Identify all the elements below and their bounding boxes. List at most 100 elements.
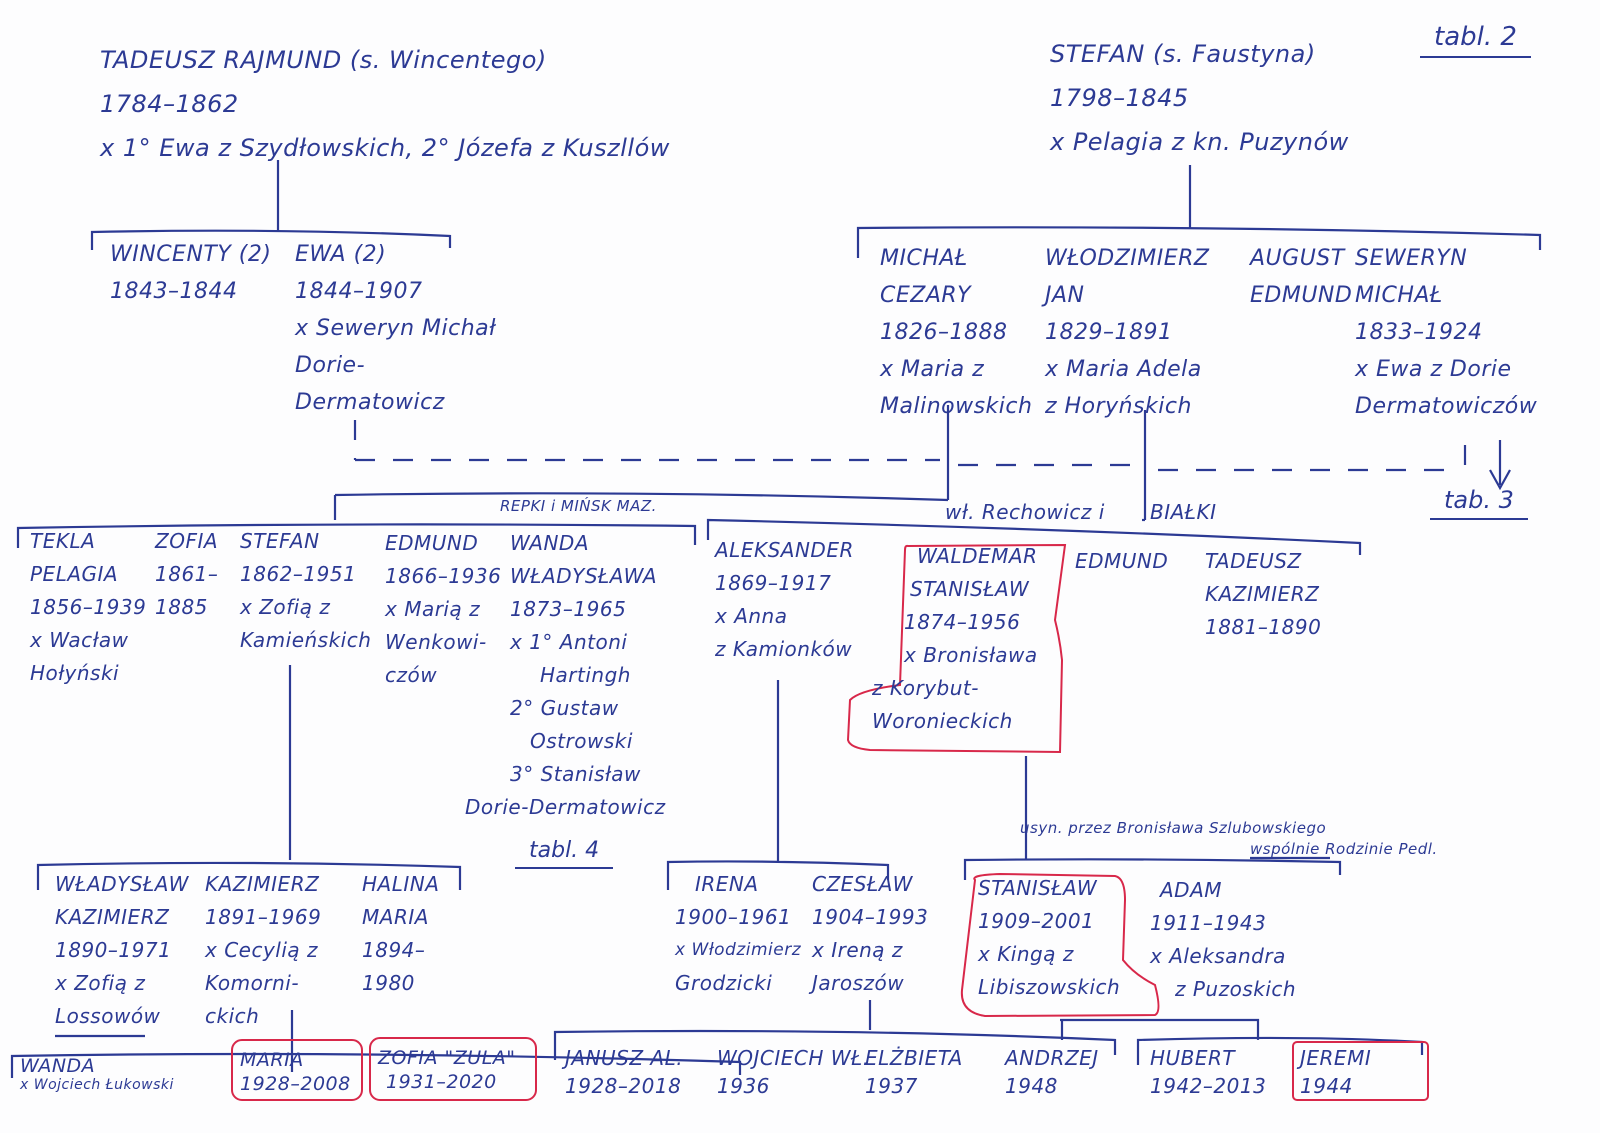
person-michal-cezary: MICHAŁ CEZARY 1826–1888 x Maria z Malino… xyxy=(880,240,1032,425)
note-line: wspólnie Rodzinie Pedl. xyxy=(1250,840,1438,858)
person-name: ANDRZEJ xyxy=(1005,1046,1099,1070)
person-wanda-wladyslawa: WANDA WŁADYSŁAWA 1873–1965 x 1° Antoni H… xyxy=(465,527,666,824)
person-adam: ADAM 1911–1943 x Aleksandra z Puzoskich xyxy=(1150,874,1296,1006)
place-label-repki: REPKI i MIŃSK MAZ. xyxy=(500,496,657,517)
person-name: WANDA xyxy=(510,531,590,555)
person-seweryn-michal: SEWERYN MICHAŁ 1833–1924 x Ewa z Dorie D… xyxy=(1355,240,1537,425)
highlight-stanislaw xyxy=(960,872,1160,1018)
person-tekla-pelagia: TEKLA PELAGIA 1856–1939 x Wacław Hołyńsk… xyxy=(30,525,146,690)
person-name: ELŻBIETA xyxy=(865,1046,963,1070)
person-spouse: Woronieckich xyxy=(872,709,1013,733)
person-dates: 1937 xyxy=(865,1074,918,1098)
person-name: ADAM xyxy=(1160,878,1223,902)
person-dates: 1869–1917 xyxy=(715,571,832,595)
person-halina-maria: HALINA MARIA 1894– 1980 xyxy=(362,868,439,1000)
person-name: JAN xyxy=(1045,283,1085,308)
person-stefan-sr: STEFAN (s. Faustyna) 1798–1845 x Pelagia… xyxy=(1050,32,1349,164)
person-spouse: x Ireną z xyxy=(812,938,903,962)
person-spouse: z Korybut- xyxy=(872,676,979,700)
person-spouse: z Horyńskich xyxy=(1045,394,1192,419)
person-name: EDMUND xyxy=(385,531,479,555)
place-label-rechowicz: wł. Rechowicz i xyxy=(945,496,1105,529)
person-spouse: Malinowskich xyxy=(880,394,1033,419)
place-text: BIAŁKI xyxy=(1150,500,1217,524)
person-spouse: x Kingą z xyxy=(978,942,1074,966)
highlight-waldemar xyxy=(846,543,1067,754)
person-dates: 1826–1888 xyxy=(880,320,1008,345)
person-name: WŁODZIMIERZ xyxy=(1045,246,1210,271)
adoption-note: usyn. przez Bronisława Szlubowskiego wsp… xyxy=(1020,818,1438,860)
person-dates: 1942–2013 xyxy=(1150,1074,1267,1098)
person-wincenty: WINCENTY (2) 1843–1844 xyxy=(110,236,271,310)
person-maria: MARIA 1928–2008 xyxy=(240,1048,351,1096)
note-line: usyn. przez Bronisława Szlubowskiego xyxy=(1020,819,1327,837)
person-wanda-gen5: WANDA x Wojciech Łukowski xyxy=(20,1056,174,1094)
person-tadeusz-kazimierz: TADEUSZ KAZIMIERZ 1881–1890 xyxy=(1205,545,1321,644)
person-name: HUBERT xyxy=(1150,1046,1236,1070)
table-reference-4: tabl. 4 xyxy=(515,838,614,869)
person-dates: 1784–1862 xyxy=(100,90,239,118)
person-zofia: ZOFIA 1861– 1885 xyxy=(155,525,218,624)
person-andrzej: ANDRZEJ 1948 xyxy=(1005,1044,1099,1100)
person-name: KAZIMIERZ xyxy=(1205,582,1320,606)
person-name: IRENA xyxy=(695,872,759,896)
person-spouse: z Puzoskich xyxy=(1175,977,1297,1001)
person-dates: 1944 xyxy=(1300,1074,1353,1098)
person-spouse: x Zofią z xyxy=(55,971,146,995)
person-dates: 1885 xyxy=(155,595,208,619)
person-irena: IRENA 1900–1961 x Włodzimierz Grodzicki xyxy=(675,868,801,1000)
person-name: JEREMI xyxy=(1300,1046,1372,1070)
person-dates: 1843–1844 xyxy=(110,279,238,304)
person-name: PELAGIA xyxy=(30,562,119,586)
person-name: ZOFIA "ZULA" xyxy=(378,1047,516,1069)
place-label-bialki: BIAŁKI xyxy=(1150,496,1217,529)
person-spouse: x 1° Antoni xyxy=(510,630,628,654)
person-spouse: Jaroszów xyxy=(812,971,905,995)
person-spouse: 2° Gustaw xyxy=(510,696,619,720)
person-spouse: x Cecylią z xyxy=(205,938,319,962)
person-spouse: x 1° Ewa z Szydłowskich, 2° Józefa z Kus… xyxy=(100,134,670,162)
person-wojciech: WOJCIECH WŁ. 1936 xyxy=(717,1044,870,1100)
person-name: MARIA xyxy=(362,905,429,929)
person-name: TEKLA xyxy=(30,529,96,553)
person-zofia-zula: ZOFIA "ZULA" 1931–2020 xyxy=(378,1046,516,1094)
person-dates: 1829–1891 xyxy=(1045,320,1173,345)
person-name: EWA (2) xyxy=(295,242,387,267)
person-dates: 1862–1951 xyxy=(240,562,357,586)
person-kazimierz: KAZIMIERZ 1891–1969 x Cecylią z Komorni-… xyxy=(205,868,321,1033)
person-elzbieta: ELŻBIETA 1937 xyxy=(865,1044,963,1100)
person-spouse: x Marią z xyxy=(385,597,481,621)
person-name: WANDA xyxy=(20,1055,96,1077)
person-wlodzimierz-jan: WŁODZIMIERZ JAN 1829–1891 x Maria Adela … xyxy=(1045,240,1209,425)
person-dates: 1980 xyxy=(362,971,415,995)
person-stanislaw: STANISŁAW 1909–2001 x Kingą z Libiszowsk… xyxy=(978,872,1120,1004)
person-spouse: Ostrowski xyxy=(530,729,633,753)
person-dates: 1904–1993 xyxy=(812,905,929,929)
person-spouse: Grodzicki xyxy=(675,971,773,995)
person-spouse: x Zofią z xyxy=(240,595,331,619)
person-spouse: Dermatowicz xyxy=(295,390,445,415)
table-reference-2: tabl. 2 xyxy=(1420,22,1531,58)
highlight-zofia xyxy=(369,1037,537,1101)
person-name: STEFAN (s. Faustyna) xyxy=(1050,40,1316,68)
person-spouse: x Maria z xyxy=(880,357,985,382)
person-spouse: x Aleksandra xyxy=(1150,944,1286,968)
person-dates: 1844–1907 xyxy=(295,279,423,304)
person-name: STEFAN xyxy=(240,529,320,553)
person-spouse: czów xyxy=(385,663,438,687)
table-reference-3: tab. 3 xyxy=(1430,486,1528,520)
person-name: CEZARY xyxy=(880,283,972,308)
person-august-edmund: AUGUST EDMUND xyxy=(1250,240,1352,314)
person-name: EDMUND xyxy=(1075,549,1169,573)
person-dates: 1874–1956 xyxy=(904,610,1021,634)
highlight-maria xyxy=(231,1039,363,1101)
person-dates: 1931–2020 xyxy=(386,1071,497,1093)
person-dates: 1833–1924 xyxy=(1355,320,1483,345)
person-name: MARIA xyxy=(240,1049,304,1071)
person-dates: 1928–2008 xyxy=(240,1073,351,1095)
person-name: ALEKSANDER xyxy=(715,538,854,562)
person-dates: 1936 xyxy=(717,1074,770,1098)
person-name: AUGUST xyxy=(1250,246,1345,271)
person-dates: 1890–1971 xyxy=(55,938,172,962)
person-dates: 1856–1939 xyxy=(30,595,147,619)
